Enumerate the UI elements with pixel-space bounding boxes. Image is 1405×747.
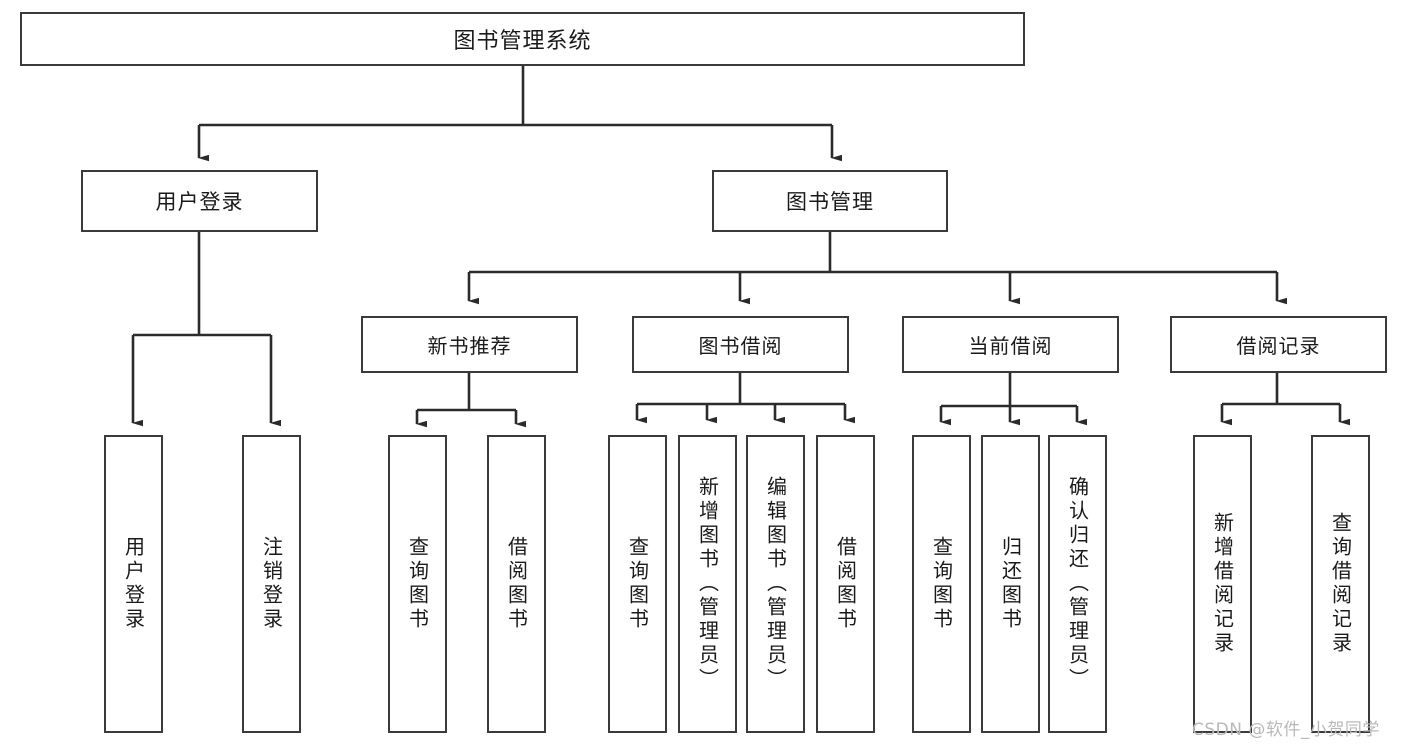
node-label: 图书管理 [786,190,874,214]
node-label: 借阅图书 [504,536,529,632]
node-label: 编辑图书（管理员） [763,476,788,692]
node-label: 查询图书 [625,536,650,632]
node-label: 借阅记录 [1236,334,1321,358]
node-label: 借阅图书 [833,536,858,632]
node-user-login[interactable]: 用户登录 [81,170,318,232]
node-label: 新增借阅记录 [1210,512,1235,656]
node-label: 新书推荐 [427,334,512,358]
node-label: 图书借阅 [698,334,783,358]
leaf-user-login[interactable]: 用户登录 [104,435,163,733]
leaf-borrow-book[interactable]: 借阅图书 [816,435,875,733]
node-label: 用户登录 [121,536,146,632]
node-borrow-records[interactable]: 借阅记录 [1170,316,1387,373]
node-current-borrow[interactable]: 当前借阅 [902,316,1119,373]
leaf-return-book[interactable]: 归还图书 [981,435,1040,733]
node-label: 新增图书（管理员） [695,476,720,692]
leaf-confirm-return-admin[interactable]: 确认归还（管理员） [1048,435,1107,733]
node-label: 图书管理系统 [453,29,592,54]
leaf-user-logout[interactable]: 注销登录 [242,435,301,733]
leaf-query-borrow-record[interactable]: 查询借阅记录 [1311,435,1370,733]
node-label: 注销登录 [259,536,284,632]
leaf-add-book-admin[interactable]: 新增图书（管理员） [678,435,737,733]
node-book-management[interactable]: 图书管理 [712,170,948,232]
node-label: 确认归还（管理员） [1065,476,1090,692]
node-root-system[interactable]: 图书管理系统 [20,12,1025,66]
node-label: 查询图书 [405,536,430,632]
node-label: 归还图书 [998,536,1023,632]
leaf-edit-book-admin[interactable]: 编辑图书（管理员） [746,435,805,733]
leaf-query-book-recommend[interactable]: 查询图书 [388,435,447,733]
leaf-borrow-book-recommend[interactable]: 借阅图书 [487,435,546,733]
node-new-book-recommend[interactable]: 新书推荐 [361,316,578,373]
node-label: 用户登录 [155,190,244,214]
node-book-borrow[interactable]: 图书借阅 [632,316,849,373]
leaf-query-book-current[interactable]: 查询图书 [912,435,971,733]
node-label: 查询图书 [929,536,954,632]
csdn-watermark: CSDN @软件_小贺同学 [1192,720,1380,740]
leaf-query-book-borrow[interactable]: 查询图书 [608,435,667,733]
node-label: 当前借阅 [968,334,1053,358]
leaf-add-borrow-record[interactable]: 新增借阅记录 [1193,435,1252,733]
node-label: 查询借阅记录 [1328,512,1353,656]
